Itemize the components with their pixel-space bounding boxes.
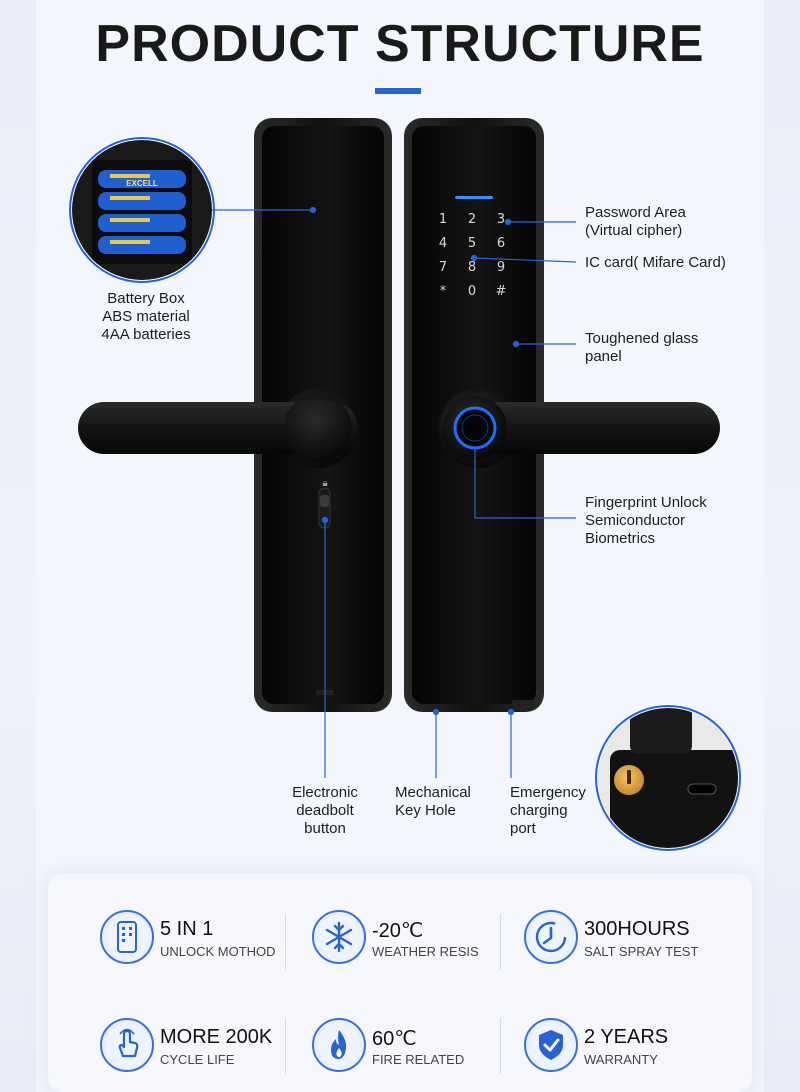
hand-tap-icon [100,1018,154,1072]
password-area-callout: Password Area (Virtual cipher) [585,204,686,240]
callout-line: ABS material [102,308,190,325]
callout-line: Key Hole [395,802,456,819]
keypad-key: # [495,284,507,299]
feature-title: 300HOURS [584,918,690,940]
callout-line: charging [510,802,568,819]
feature-subtitle: WARRANTY [584,1052,658,1067]
callout-line: Electronic [292,784,358,801]
phone-keypad-icon [100,910,154,964]
battery-brand-text: EXCELL [126,179,158,188]
callout-line: Emergency [510,784,586,801]
svg-text:🔒︎: 🔒︎ [322,478,327,489]
callout-line: Battery Box [107,290,185,307]
shield-check-icon [524,1018,578,1072]
callout-line: Toughened glass [585,330,699,347]
battery-box-callout: Battery Box ABS material 4AA batteries [96,290,196,344]
key-hole-callout: Mechanical Key Hole [395,784,471,820]
feature-title: 5 IN 1 [160,918,214,940]
keypad-key: 7 [438,260,448,275]
fingerprint-callout: Fingerprint Unlock Semiconductor Biometr… [585,494,707,548]
callout-line: Password Area [585,204,686,221]
divider [285,1018,286,1074]
feature-subtitle: FIRE RELATED [372,1052,465,1067]
battery-box-inset: EXCELL [69,137,215,283]
features-panel: 5 IN 1 UNLOCK MOTHOD -20℃ WEATHER RESIS … [48,874,752,1092]
callout-line: button [304,820,346,837]
feature-title: 2 YEARS [584,1026,669,1048]
feature-title: 60℃ [372,1028,417,1050]
feature-subtitle: WEATHER RESIS [372,944,479,959]
callout-line: Semiconductor [585,512,686,529]
deadbolt-callout: Electronic deadbolt button [275,784,375,838]
ic-card-callout: IC card( Mifare Card) [585,254,726,272]
front-handle [438,388,720,468]
back-handle [78,388,358,468]
feature-subtitle: UNLOCK MOTHOD [160,944,276,959]
keypad-key: 8 [467,260,477,275]
keypad-key: 4 [438,236,448,251]
clock-icon [524,910,578,964]
divider [500,914,501,970]
leader-lines [212,206,577,778]
callout-line: Biometrics [585,530,656,547]
feature-title: -20℃ [372,920,424,942]
smart-lock-illustration: 🔒︎ [69,118,741,851]
virtual-keypad: 1 2 3 4 5 6 7 8 9 * 0 # [433,212,521,302]
keypad-key: 6 [496,236,506,251]
callout-line: (Virtual cipher) [585,222,683,239]
callout-line: Fingerprint Unlock [585,494,707,511]
divider [285,914,286,970]
keypad-key: 0 [467,284,477,299]
keypad-key: 5 [467,236,477,251]
callout-line: IC card( Mifare Card) [585,254,726,271]
snowflake-icon [312,910,366,964]
flame-icon [312,1018,366,1072]
keypad-key: 2 [467,212,477,227]
callout-line: panel [585,348,622,365]
keypad-key: 3 [496,212,506,227]
keypad-key: 1 [438,212,448,227]
feature-title: MORE 200K [160,1026,273,1048]
keypad-key: 9 [496,260,506,275]
divider [500,1018,501,1074]
callout-line: 4AA batteries [101,326,191,343]
callout-line: Mechanical [395,784,471,801]
keypad-key: * [439,284,447,299]
feature-subtitle: CYCLE LIFE [160,1052,235,1067]
charging-port-inset [595,705,741,851]
glass-panel-callout: Toughened glass panel [585,330,698,366]
callout-line: port [510,820,536,837]
callout-line: deadbolt [296,802,354,819]
page-title: PRODUCT STRUCTURE [95,15,705,73]
charging-port-callout: Emergency charging port [510,784,586,838]
title-underline [375,88,421,94]
feature-subtitle: SALT SPRAY TEST [584,944,699,959]
